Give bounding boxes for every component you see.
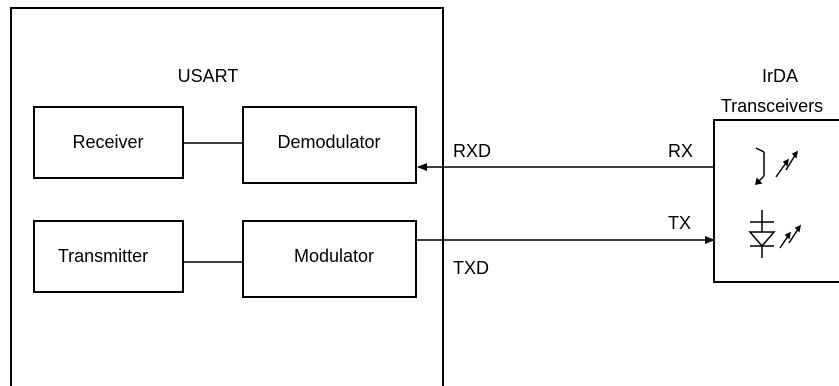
transceiver-title-line1: IrDA <box>762 66 798 86</box>
demodulator-block <box>242 106 417 184</box>
transmitter-label: Transmitter <box>58 246 148 266</box>
photodetector-icon <box>755 147 799 185</box>
transceiver-block <box>713 119 839 283</box>
txd-label: TXD <box>453 258 489 278</box>
transceiver-title-line2: Transceivers <box>721 96 823 116</box>
rx-label: RX <box>668 141 693 161</box>
demodulator-label: Demodulator <box>277 132 380 152</box>
rxd-label: RXD <box>453 141 491 161</box>
tx-label: TX <box>668 213 691 233</box>
usart-block <box>10 7 444 386</box>
receiver-label: Receiver <box>72 132 143 152</box>
usart-title: USART <box>178 66 239 86</box>
modulator-label: Modulator <box>294 246 374 266</box>
led-icon <box>748 210 802 258</box>
transmitter-block <box>33 220 184 293</box>
modulator-block <box>242 220 417 298</box>
